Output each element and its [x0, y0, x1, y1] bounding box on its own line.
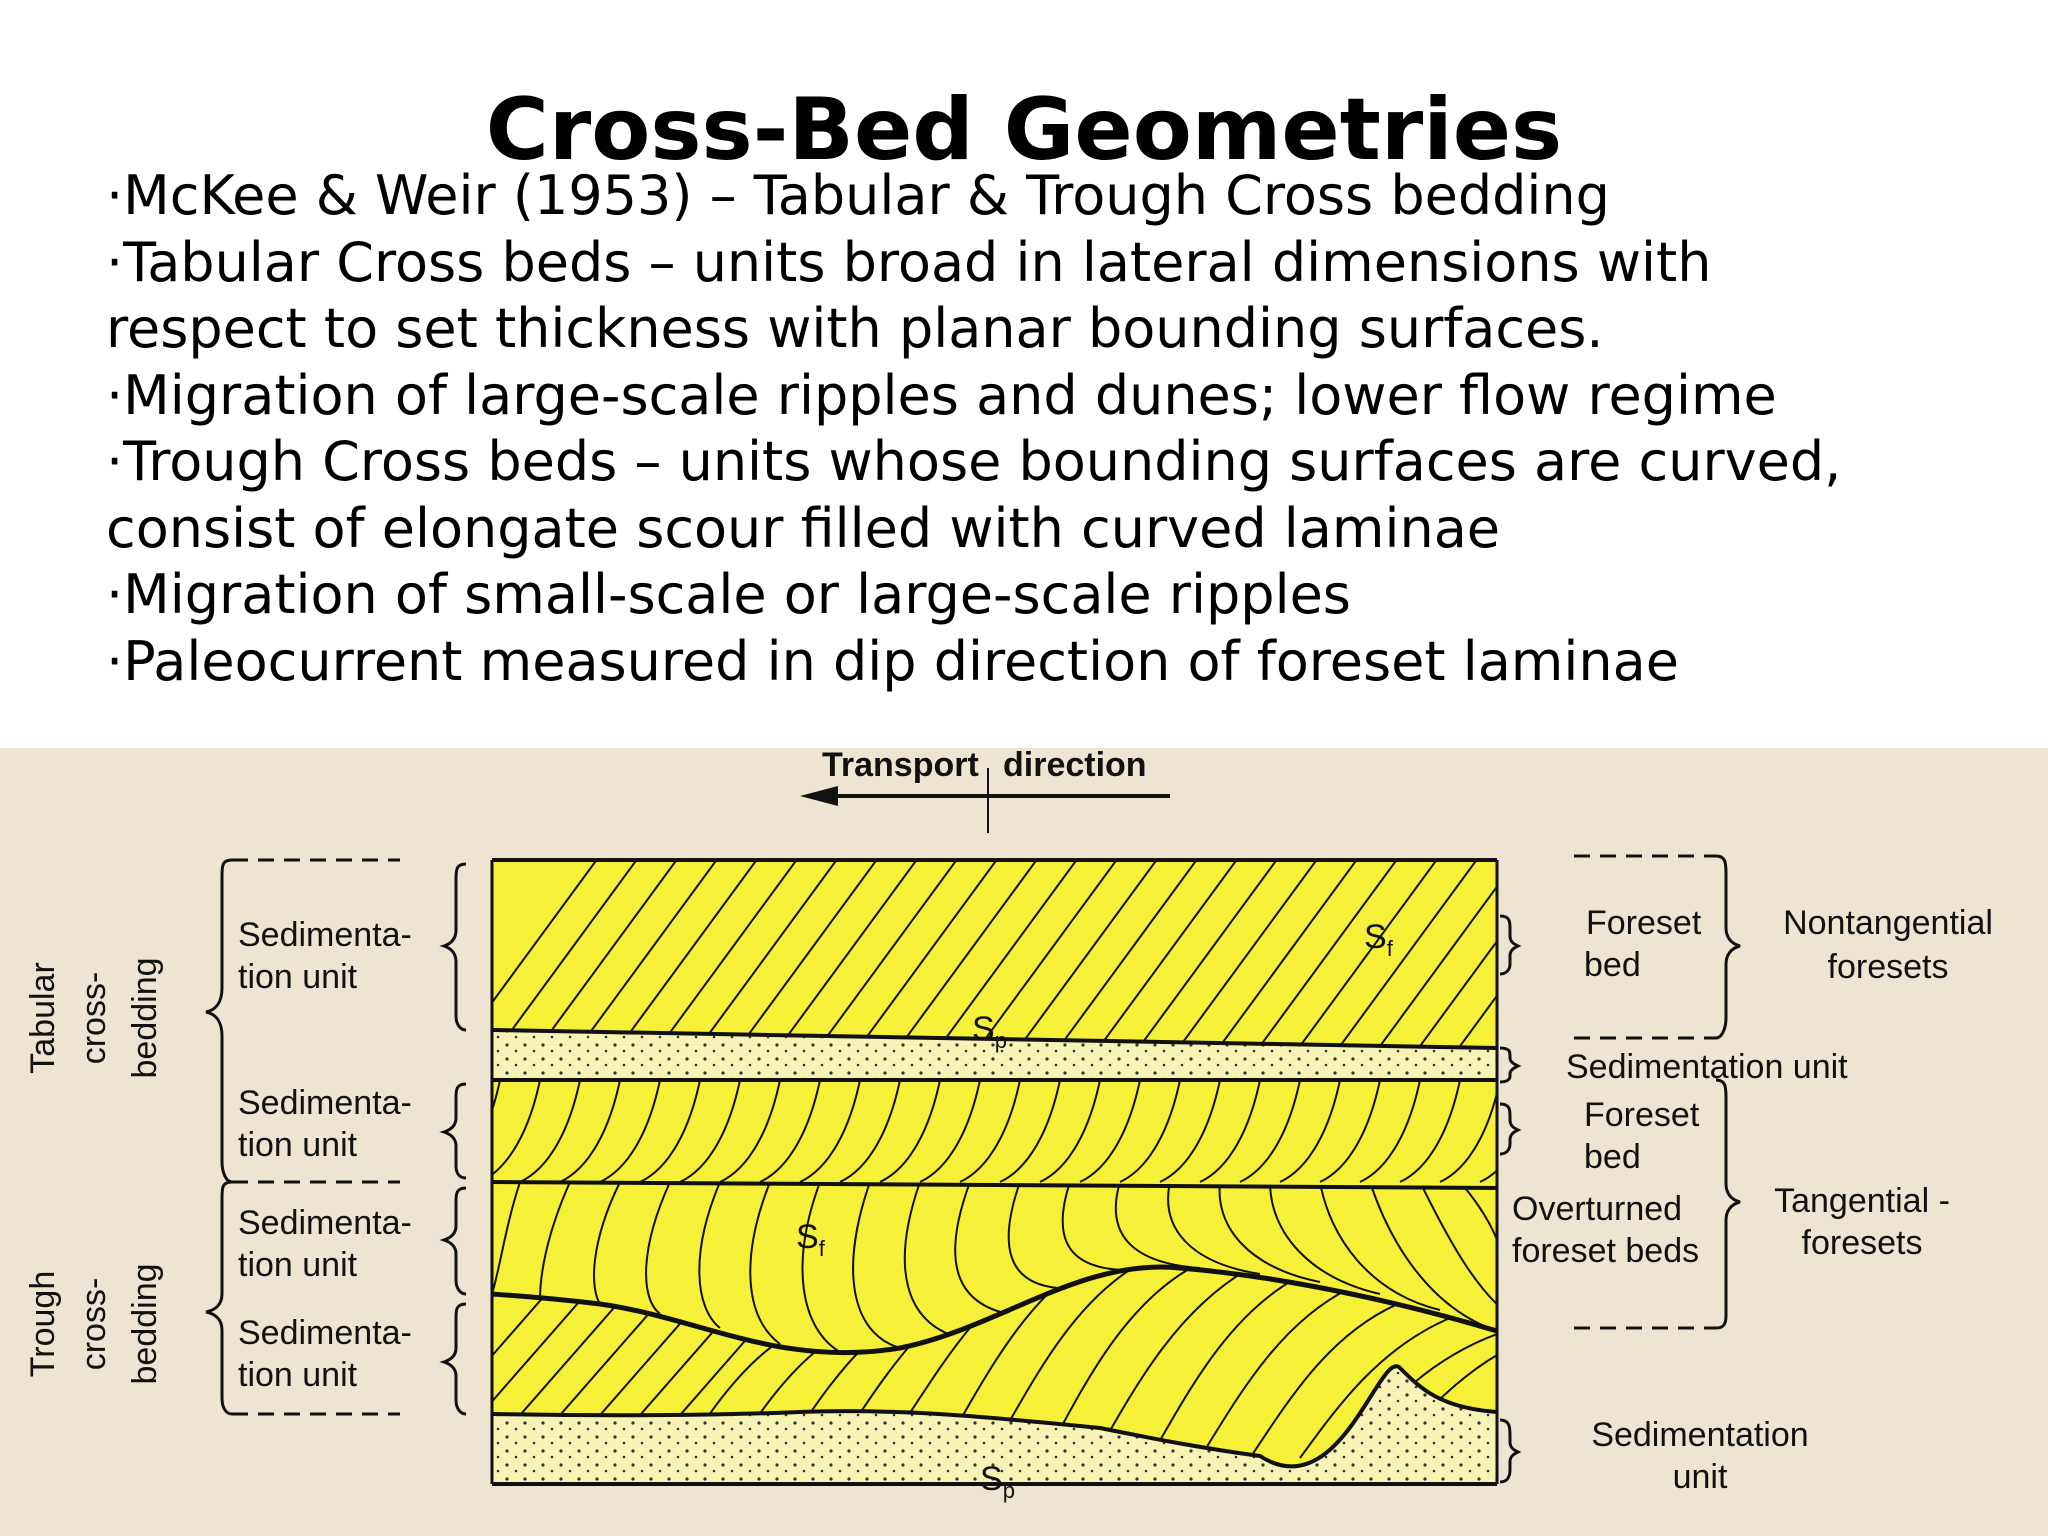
left-unit-braces: [439, 862, 467, 1416]
trough-laminae-upper: [492, 1182, 1497, 1353]
sedimentation-unit-label-bottom: unit: [1673, 1458, 1728, 1496]
right-small-braces: [1499, 914, 1522, 1484]
bullet-line: ·Tabular Cross beds – units broad in lat…: [106, 230, 1712, 294]
left-group-braces: [205, 858, 400, 1416]
silt-layer-middle: [492, 1030, 1497, 1080]
direction-label: direction: [1003, 748, 1147, 784]
trough-set-upper: [492, 1182, 1497, 1353]
bullet-line: ·Migration of large-scale ripples and du…: [106, 363, 1777, 427]
foreset-bed-label-top: bed: [1584, 946, 1641, 984]
foreset-bed-label-lower: Foreset: [1584, 1096, 1700, 1134]
tangential-label: Tangential -: [1774, 1182, 1950, 1220]
tabular-set-tangential: [492, 1080, 1497, 1188]
bullet-line: ·Migration of small-scale or large-scale…: [106, 563, 1351, 626]
svg-text:Tabular: Tabular: [24, 962, 62, 1074]
sf-symbol-top: Sf: [1364, 918, 1394, 961]
foreset-bed-label-top: Foreset: [1586, 904, 1702, 942]
svg-text:cross-: cross-: [75, 1278, 113, 1371]
sedimentation-unit-label: Sedimentation unit: [1566, 1048, 1848, 1086]
nontangential-label: Nontangential: [1783, 904, 1993, 942]
unit-label-line1: Sedimenta-: [238, 916, 412, 954]
sedimentation-unit-label-bottom: Sedimentation: [1591, 1416, 1808, 1454]
svg-text:bedding: bedding: [126, 1263, 164, 1384]
bullet-line: respect to set thickness with planar bou…: [106, 297, 1604, 360]
tangential-label: foresets: [1802, 1224, 1923, 1262]
foreset-bed-label-lower: bed: [1584, 1138, 1641, 1176]
unit-label-line1: Sedimenta-: [238, 1204, 412, 1242]
tangential-foresets: [492, 1080, 1497, 1183]
unit-label-line1: Sedimenta-: [238, 1084, 412, 1122]
sp-symbol-bottom: Sp: [980, 1460, 1015, 1503]
svg-text:Trough: Trough: [24, 1271, 62, 1377]
right-outer-braces: [1574, 854, 1741, 1330]
unit-label-line2: tion unit: [238, 958, 358, 996]
transport-arrow: [800, 768, 1170, 833]
overturned-label: foreset beds: [1512, 1232, 1699, 1270]
sp-symbol-middle: Sp: [972, 1010, 1007, 1053]
bullet-line: ·Paleocurrent measured in dip direction …: [106, 629, 1679, 693]
bullet-line: ·Trough Cross beds – units whose boundin…: [106, 430, 1842, 493]
trough-group-label: Trough cross- bedding: [24, 1263, 164, 1384]
tabular-group-label: Tabular cross- bedding: [24, 957, 164, 1078]
cross-bedding-diagram: Transport direction: [0, 748, 2048, 1536]
diagram-svg: Transport direction: [24, 748, 1993, 1503]
bullet-line: ·McKee & Weir (1953) – Tabular & Trough …: [106, 164, 1610, 227]
bullet-list: ·McKee & Weir (1953) – Tabular & Trough …: [106, 163, 2006, 695]
svg-text:cross-: cross-: [75, 972, 113, 1065]
svg-text:bedding: bedding: [126, 957, 164, 1078]
unit-label-line1: Sedimenta-: [238, 1314, 412, 1352]
tabular-foresets: [492, 860, 1497, 1048]
slide-title: Cross-Bed Geometries: [485, 80, 1563, 180]
tabular-set-top: [492, 860, 1497, 1048]
transport-label: Transport: [822, 748, 979, 784]
unit-label-line2: tion unit: [238, 1356, 358, 1394]
bounding-surfaces: [490, 858, 1499, 1486]
overturned-label: Overturned: [1512, 1190, 1682, 1228]
unit-label-line2: tion unit: [238, 1246, 358, 1284]
unit-label-line2: tion unit: [238, 1126, 358, 1164]
sf-symbol-trough: Sf: [796, 1218, 826, 1261]
nontangential-label: foresets: [1828, 948, 1949, 986]
bullet-line: consist of elongate scour filled with cu…: [106, 496, 1501, 560]
